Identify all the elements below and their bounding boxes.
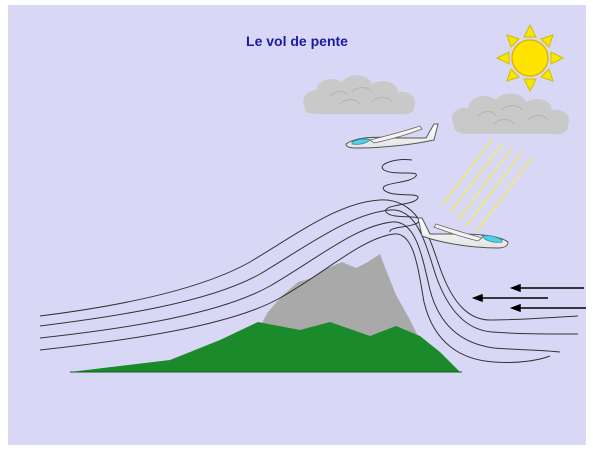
mountain-rock (258, 254, 420, 348)
airflow-lines (39, 199, 579, 363)
cloud-icon (303, 75, 416, 115)
sun-rays (441, 139, 533, 233)
sun-icon (495, 23, 565, 93)
diagram-title: Le vol de pente (246, 33, 348, 49)
glider-icon (345, 123, 439, 149)
mountain-grass (70, 322, 460, 372)
glider-icon (417, 217, 509, 249)
cloud-icon (451, 93, 570, 135)
thermal-spiral (381, 159, 421, 233)
wind-arrow-icon (471, 283, 586, 313)
